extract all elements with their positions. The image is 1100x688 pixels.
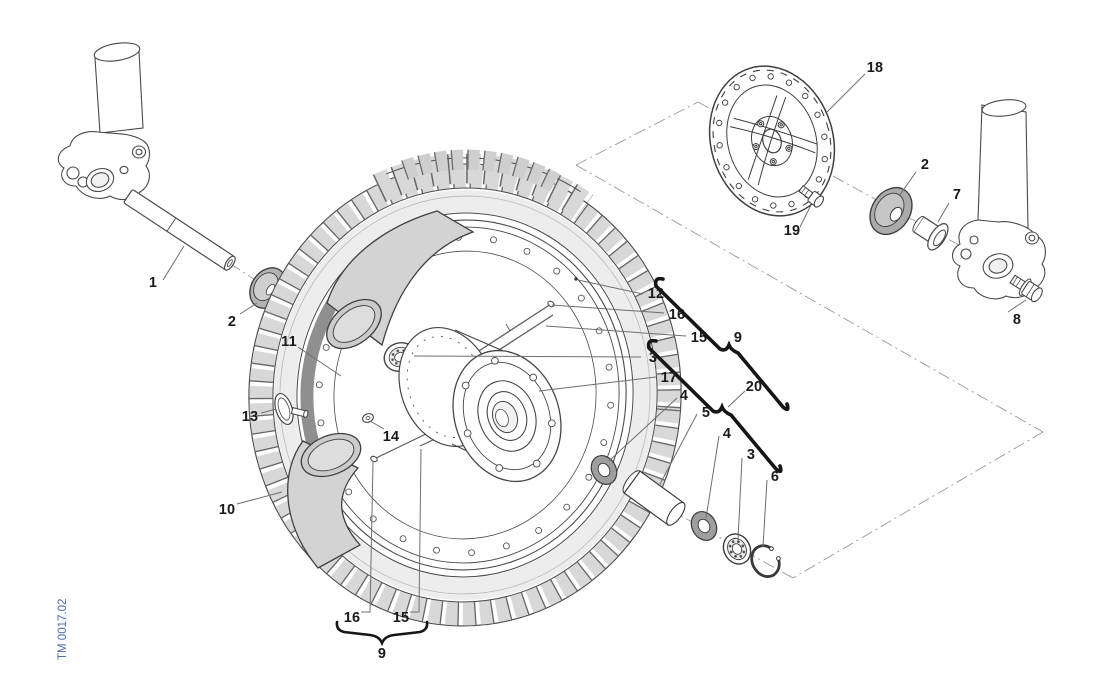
washer [590, 455, 618, 485]
part-callout-11: 11 [281, 334, 297, 350]
part-callout-16: 16 [668, 307, 686, 323]
mousse-segment-top [326, 210, 475, 350]
disc-rivets [752, 120, 793, 166]
part-callout-3: 3 [746, 447, 756, 463]
part-callout-6: 6 [770, 469, 780, 485]
disc-bolt [798, 184, 825, 208]
washer [690, 511, 718, 541]
part-callout-16: 16 [343, 610, 361, 626]
drawing-number: TM 0017.02 [57, 599, 69, 660]
part-callout-12: 12 [647, 286, 665, 302]
spacer-bush [912, 215, 949, 251]
disc-holes [716, 73, 828, 209]
part-callout-4: 4 [722, 426, 732, 442]
tire-sidewall [273, 190, 657, 600]
axle-hardware [590, 455, 781, 578]
brace-group-9-bottom [335, 620, 429, 647]
bracket-group-9 [653, 276, 790, 412]
rim-reference-dot [574, 277, 578, 281]
rim-lock [274, 392, 309, 426]
part-callout-13: 13 [241, 409, 259, 425]
hub-bolt-holes [461, 356, 556, 472]
part-callout-2: 2 [920, 157, 930, 173]
part-callout-10: 10 [218, 502, 236, 518]
group-brackets [335, 276, 790, 647]
part-callout-8: 8 [1012, 312, 1022, 328]
part-callout-9: 9 [733, 330, 743, 346]
part-callout-5: 5 [701, 405, 711, 421]
spacer-tube [622, 470, 686, 526]
part-callout-15: 15 [392, 610, 410, 626]
part-callout-14: 14 [382, 429, 400, 445]
pinch-bolt [1009, 274, 1043, 303]
part-callout-18: 18 [866, 60, 884, 76]
left-fork-leg [57, 42, 151, 201]
valve-nipple [362, 413, 374, 423]
part-callout-3: 3 [648, 350, 658, 366]
brake-disc [708, 65, 836, 217]
dust-cap-right [869, 186, 913, 236]
part-callout-15: 15 [690, 330, 708, 346]
part-callout-9: 9 [377, 646, 387, 662]
wheel-bearing-right [722, 533, 752, 565]
bracket-group-20 [646, 338, 783, 474]
part-callout-7: 7 [952, 187, 962, 203]
leader-lines [162, 73, 1027, 613]
part-callout-1: 1 [148, 275, 158, 291]
part-callout-19: 19 [783, 223, 801, 239]
part-callout-4: 4 [679, 388, 689, 404]
snap-ring [750, 544, 781, 578]
spoke-nipple [370, 455, 378, 463]
part-callout-20: 20 [745, 379, 763, 395]
right-fork-leg [951, 99, 1046, 300]
front-axle [123, 189, 236, 271]
part-callout-2: 2 [227, 314, 237, 330]
part-callout-17: 17 [660, 370, 678, 386]
mousse-segment-bottom [287, 432, 362, 569]
hub [383, 326, 562, 483]
